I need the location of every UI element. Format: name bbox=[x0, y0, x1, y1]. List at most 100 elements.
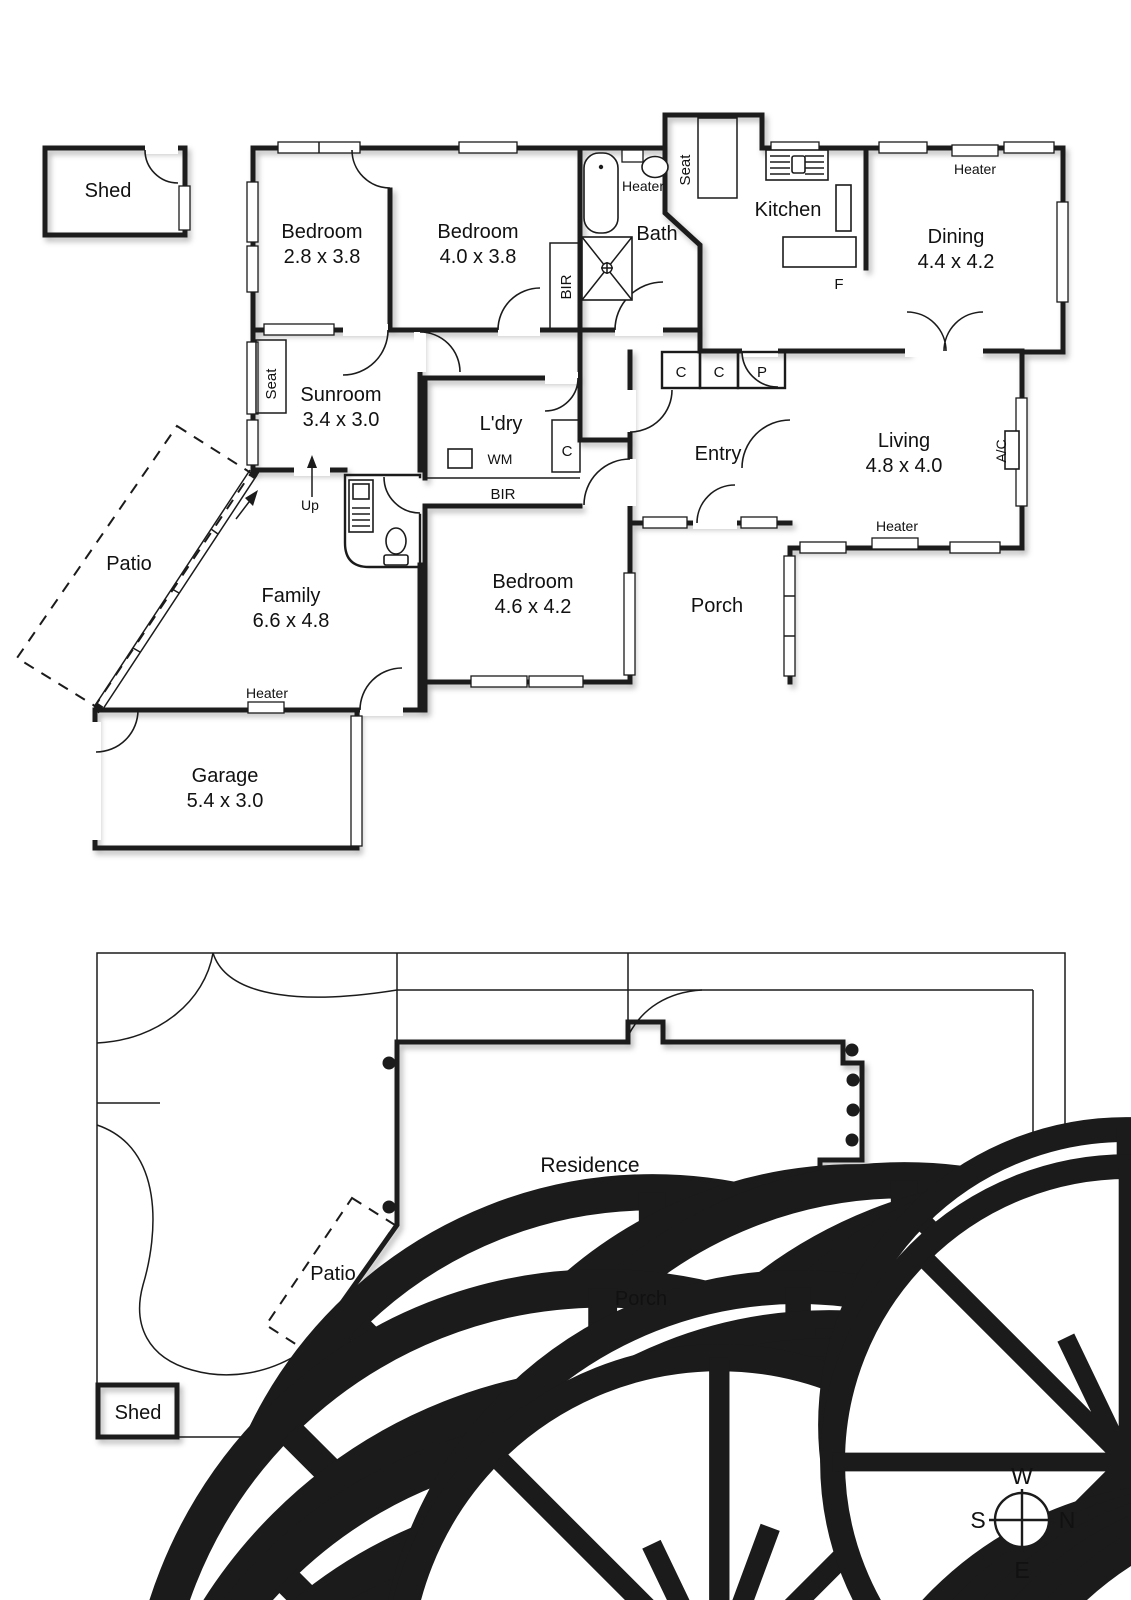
c-label: C bbox=[676, 364, 687, 381]
ac-unit-icon bbox=[1004, 430, 1020, 470]
living-dims: 4.8 x 4.0 bbox=[866, 455, 943, 477]
heater-label: Heater bbox=[954, 161, 996, 177]
f-label: F bbox=[834, 276, 843, 293]
window bbox=[246, 419, 259, 466]
window bbox=[178, 185, 191, 231]
site-shed-label: Shed bbox=[115, 1402, 162, 1424]
door-gap bbox=[784, 420, 796, 468]
window bbox=[263, 323, 335, 336]
family-dims: 6.6 x 4.8 bbox=[253, 610, 330, 632]
door-arc bbox=[383, 476, 421, 514]
windows bbox=[178, 141, 1069, 847]
stove-grill-lines bbox=[770, 155, 824, 175]
door-gap bbox=[624, 390, 636, 432]
door-arc bbox=[351, 149, 391, 189]
residence-outline bbox=[394, 1019, 865, 1268]
window bbox=[350, 715, 363, 847]
window bbox=[878, 141, 928, 154]
compass-east: E bbox=[1014, 1557, 1029, 1583]
compass-west: W bbox=[1011, 1463, 1033, 1489]
heater-box bbox=[621, 149, 644, 163]
bedroom3-label: Bedroom bbox=[492, 571, 573, 593]
up-label: Up bbox=[301, 497, 319, 513]
island-bench-icon bbox=[782, 236, 857, 268]
window bbox=[1056, 201, 1069, 303]
door-arc bbox=[497, 287, 541, 331]
seat-label: Seat bbox=[263, 368, 280, 400]
door-arc bbox=[741, 419, 791, 469]
heater-label: Heater bbox=[876, 518, 918, 534]
laundry-walls bbox=[422, 375, 583, 685]
floor-plan: Shed Bedroom 2.8 x 3.8 Bedroom 4.0 x 3.8… bbox=[15, 112, 1069, 851]
garage-label: Garage bbox=[192, 765, 259, 787]
p-label: P bbox=[757, 364, 767, 381]
dining-dims: 4.4 x 4.2 bbox=[918, 251, 995, 273]
fixtures bbox=[247, 144, 1020, 714]
c-label: C bbox=[714, 364, 725, 381]
bathtub-icon bbox=[583, 152, 619, 234]
dining-label: Dining bbox=[928, 226, 985, 248]
window bbox=[949, 541, 1001, 554]
patio-label: Patio bbox=[106, 553, 152, 575]
shrub-dot bbox=[846, 1073, 860, 1087]
laundry-label: L'dry bbox=[480, 413, 523, 435]
door-arc bbox=[583, 458, 631, 506]
site-patio-label: Patio bbox=[310, 1263, 356, 1285]
heater-box bbox=[871, 537, 919, 550]
wm-label: WM bbox=[488, 451, 513, 467]
pantry-icon bbox=[835, 184, 852, 232]
heater-label: Heater bbox=[622, 178, 664, 194]
path-curve bbox=[627, 989, 703, 1037]
window bbox=[783, 555, 796, 677]
window bbox=[642, 516, 688, 529]
double-door-arcs bbox=[906, 311, 984, 352]
porch-label: Porch bbox=[691, 595, 743, 617]
residence-label: Residence bbox=[540, 1154, 639, 1177]
shrub-dot bbox=[382, 1056, 396, 1070]
heater-box bbox=[951, 144, 999, 157]
bedroom2-label: Bedroom bbox=[437, 221, 518, 243]
joinery bbox=[255, 117, 787, 569]
garden-bed-edge bbox=[96, 1124, 296, 1376]
washing-machine-icon bbox=[447, 448, 473, 469]
wc-room-wall bbox=[343, 473, 422, 569]
patio-outline bbox=[15, 424, 253, 708]
window bbox=[1003, 141, 1055, 154]
door-gap bbox=[545, 372, 578, 384]
door-gap bbox=[414, 332, 426, 372]
bedroom2-dims: 4.0 x 3.8 bbox=[440, 246, 517, 268]
sunroom-label: Sunroom bbox=[300, 384, 381, 406]
ac-label: A/C bbox=[993, 439, 1009, 462]
door-arcs bbox=[95, 149, 984, 753]
shrub-dot bbox=[382, 1200, 396, 1214]
stove-center bbox=[791, 155, 806, 174]
door-gap bbox=[343, 324, 388, 336]
door-arc bbox=[741, 350, 779, 388]
shrub-dot bbox=[845, 1133, 859, 1147]
door-arc bbox=[544, 377, 579, 412]
bathtub-drain bbox=[598, 164, 604, 170]
door-gap bbox=[360, 704, 403, 716]
bedroom3-dims: 4.6 x 4.2 bbox=[495, 596, 572, 618]
closet-p bbox=[736, 350, 787, 390]
door-gap bbox=[615, 324, 663, 336]
door-gap bbox=[624, 459, 636, 506]
heater-box bbox=[247, 701, 285, 714]
bedroom1-dims: 2.8 x 3.8 bbox=[284, 246, 361, 268]
heater-label: Heater bbox=[246, 685, 288, 701]
window bbox=[799, 541, 847, 554]
garage-door-gap bbox=[89, 722, 101, 840]
glazed-wall-ticks bbox=[132, 528, 219, 653]
shrub-dot bbox=[846, 1103, 860, 1117]
floorplan-labels: Shed Bedroom 2.8 x 3.8 Bedroom 4.0 x 3.8… bbox=[85, 154, 1009, 812]
front-door-arc bbox=[696, 484, 736, 524]
door-arc bbox=[629, 389, 673, 433]
bath-label: Bath bbox=[636, 223, 677, 245]
garage-dims: 5.4 x 3.0 bbox=[187, 790, 264, 812]
bir-label: BIR bbox=[490, 486, 515, 503]
window bbox=[246, 181, 259, 243]
shower-rose-cross bbox=[601, 262, 613, 274]
shed-wall bbox=[42, 145, 188, 238]
door-gap bbox=[498, 324, 540, 336]
